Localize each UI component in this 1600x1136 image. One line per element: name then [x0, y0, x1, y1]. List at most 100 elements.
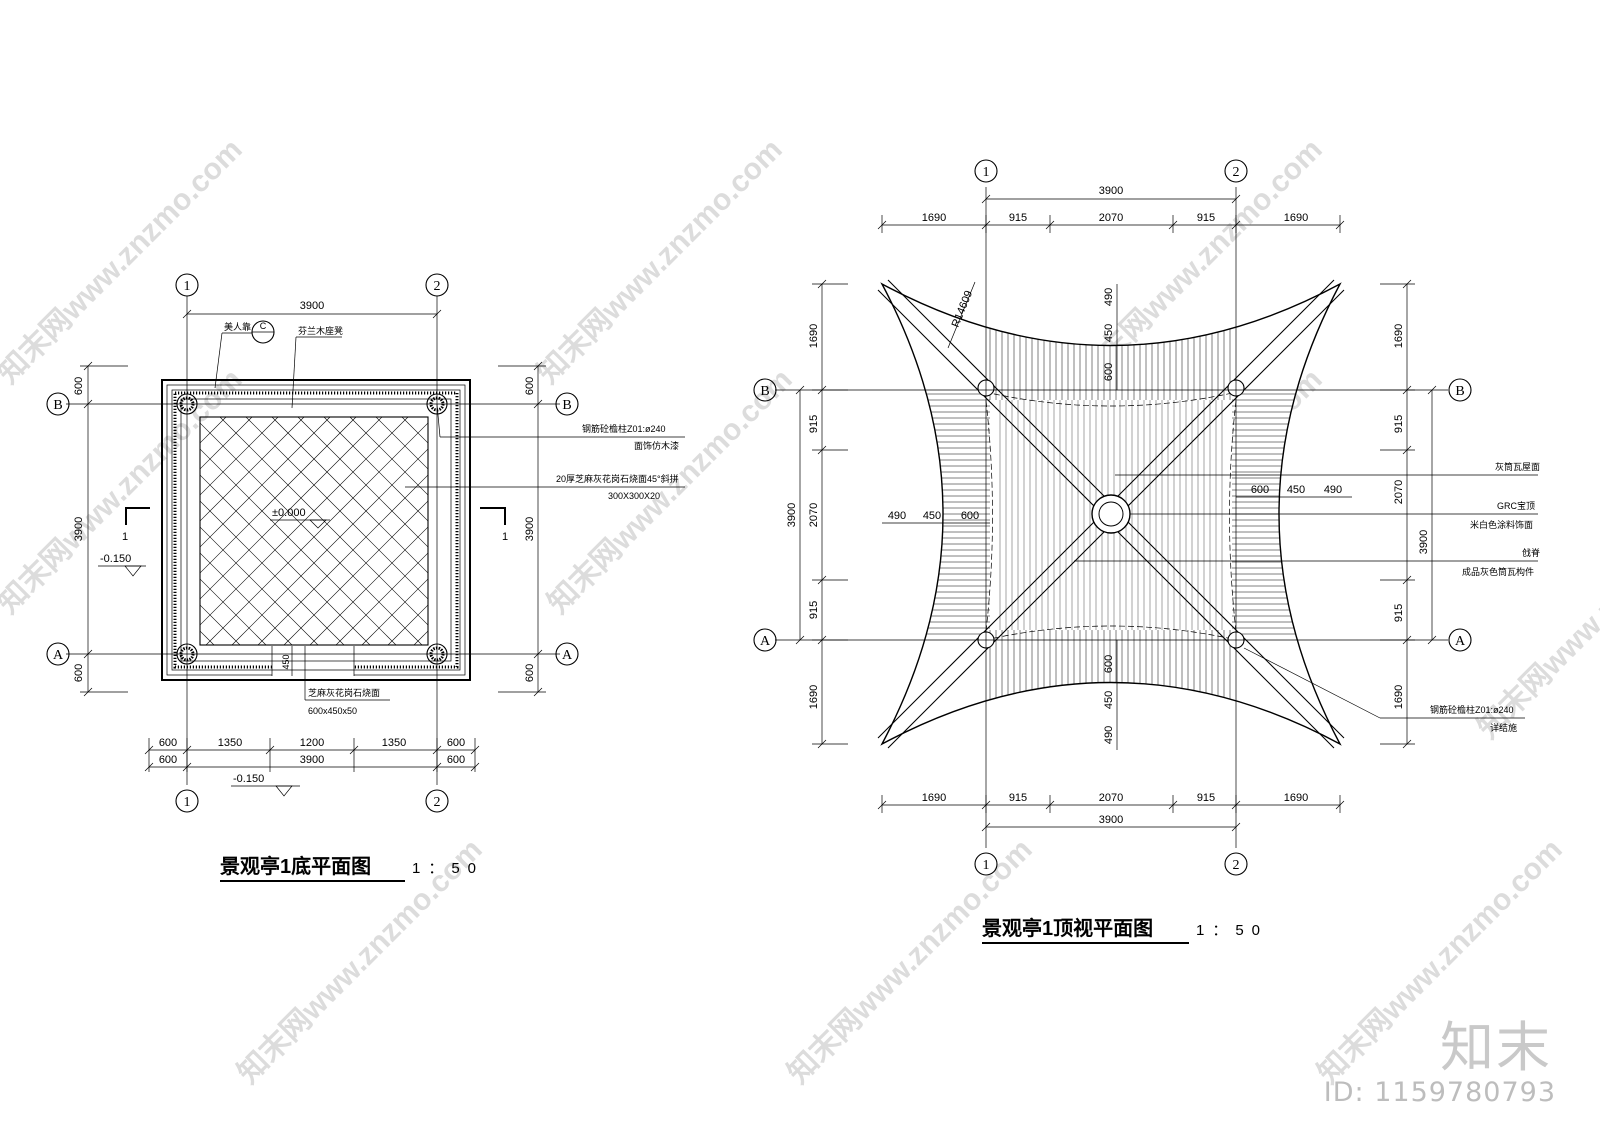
brand-logo: 知末 [1440, 1016, 1552, 1079]
axis-label: 2 [434, 795, 441, 810]
axis-label: B [760, 384, 769, 399]
dim-seg: 915 [1197, 792, 1215, 804]
dim-seg: 915 [808, 415, 820, 433]
axis-label: 2 [434, 279, 441, 294]
roof-axis-A-left: A [753, 628, 777, 652]
dim-left-overall: 3900 [73, 517, 85, 541]
section-mark-left: 1 [122, 507, 150, 543]
note-column: 钢筋砼檐柱Z01:ø240 详结施 [1243, 647, 1525, 733]
axis-label: A [760, 634, 771, 649]
note-grc: GRC宝顶 米白色涂料饰面 [1130, 500, 1538, 530]
axis-bubble-B-left: B [46, 392, 70, 416]
dim-seg: 600 [447, 754, 465, 766]
dim-bottom-overall: 3900 [1099, 814, 1123, 826]
note-text: GRC宝顶 [1497, 500, 1535, 511]
dim-seg: 1690 [1393, 685, 1405, 709]
callout-bench: 芬兰木座凳 [291, 325, 343, 409]
callout-meirenkao: 美人靠 C [214, 320, 275, 389]
callout-paving: 20厚芝麻灰花岗石烧面45°斜拼 300X300X20 [405, 473, 685, 501]
elevation-bottom: -0.150 [231, 773, 300, 797]
watermark-text: 知末网www.znzmo.com [542, 363, 799, 620]
axis-bubble-2-top: 2 [425, 273, 449, 297]
elevation-left: -0.150 [98, 553, 146, 577]
dim-chain: 450 [923, 510, 941, 522]
note-text: 600x450x50 [308, 706, 357, 716]
note-text: 钢筋砼檐柱Z01:ø240 [582, 423, 666, 434]
elevation-text: ±0.000 [272, 507, 306, 519]
column-B1 [176, 393, 198, 415]
note-text: 芝麻灰花岗石烧面 [308, 687, 380, 698]
dim-left-overall: 3900 [786, 503, 798, 527]
axis-label: A [1455, 634, 1466, 649]
dim-seg: 600 [159, 754, 177, 766]
roof-axis-2-top: 2 [1224, 159, 1248, 183]
base-floor-plan: 1 2 1 2 B B A A [46, 273, 685, 882]
note-text: 钢筋砼檐柱Z01:ø240 [1430, 704, 1514, 715]
plan1-title: 景观亭1底平面图 [220, 854, 371, 878]
note-text: 详结施 [1490, 722, 1517, 733]
note-text: 20厚芝麻灰花岗石烧面45°斜拼 [556, 473, 679, 484]
dim-chain: 600 [1103, 655, 1115, 673]
grc-finial [1091, 494, 1131, 534]
dim-chain: 490 [1103, 288, 1115, 306]
note-text: 米白色涂料饰面 [1470, 519, 1533, 530]
watermark-text: 知末网www.znzmo.com [782, 833, 1039, 1090]
callout-step: 芝麻灰花岗石烧面 600x450x50 450 [281, 646, 390, 716]
axis-label: A [562, 648, 573, 663]
dim-seg: 915 [808, 601, 820, 619]
axis-bubble-1-top: 1 [175, 273, 199, 297]
dim-seg: 1690 [922, 212, 946, 224]
axis-label: 1 [983, 165, 990, 180]
note-text: 芬兰木座凳 [298, 325, 343, 336]
note-roof: 灰筒瓦屋面 [1115, 461, 1540, 476]
roof-axis-A-right: A [1448, 628, 1472, 652]
dim-chain: 600 [961, 510, 979, 522]
dim-seg: 915 [1009, 212, 1027, 224]
dim-right-top: 600 [524, 377, 536, 395]
callout-symbol: C [260, 321, 267, 331]
watermark-text: 知末网www.znzmo.com [532, 133, 789, 390]
dim-chain: 490 [888, 510, 906, 522]
dim-overall-top: 3900 [300, 300, 324, 312]
image-id: ID: 1159780793 [1323, 1077, 1556, 1108]
elevation-center: ±0.000 [270, 507, 330, 529]
note-text: 成品灰色筒瓦构件 [1462, 566, 1534, 577]
axis-label: B [1455, 384, 1464, 399]
dim-left-bottom: 600 [73, 664, 85, 682]
plan1-scale: 1：50 [412, 860, 484, 877]
dim-seg: 2070 [1099, 792, 1123, 804]
platform-outline [161, 379, 471, 681]
section-label: 1 [502, 531, 508, 543]
dim-left-top: 600 [73, 377, 85, 395]
roof-axis-1-top: 1 [974, 159, 998, 183]
axis-bubble-2-bottom: 2 [425, 789, 449, 813]
dim-seg: 2070 [1099, 212, 1123, 224]
plan2-scale: 1：50 [1196, 922, 1268, 939]
watermark-text: 知末网www.znzmo.com [0, 133, 249, 390]
dim-right-bottom: 600 [524, 664, 536, 682]
column-A2 [426, 643, 448, 665]
diagonal-paving [200, 417, 428, 645]
dim-seg: 915 [1393, 604, 1405, 622]
elevation-text: -0.150 [233, 773, 264, 785]
watermark-text: 知末网www.znzmo.com [0, 363, 249, 620]
axis-label: 2 [1233, 858, 1240, 873]
dim-chain: 600 [1103, 363, 1115, 381]
callout-column: 钢筋砼檐柱Z01:ø240 面饰仿木漆 [436, 403, 685, 451]
dim-right-overall: 3900 [524, 517, 536, 541]
roof-axis-B-left: B [753, 378, 777, 402]
column-B2 [426, 393, 448, 415]
section-label: 1 [122, 531, 128, 543]
dim-seg: 1200 [300, 737, 324, 749]
note-text: 面饰仿木漆 [634, 440, 679, 451]
dim-seg: 1690 [1284, 792, 1308, 804]
note-text: 300X300X20 [608, 491, 660, 501]
dim-right-overall: 3900 [1418, 530, 1430, 554]
axis-label: B [562, 398, 571, 413]
note-ridge: 戗脊 成品灰色筒瓦构件 [1074, 547, 1540, 577]
plan2-title: 景观亭1顶视平面图 [982, 916, 1153, 940]
axis-bubble-1-bottom: 1 [175, 789, 199, 813]
section-mark-right: 1 [480, 507, 508, 543]
dim-seg: 1690 [808, 685, 820, 709]
